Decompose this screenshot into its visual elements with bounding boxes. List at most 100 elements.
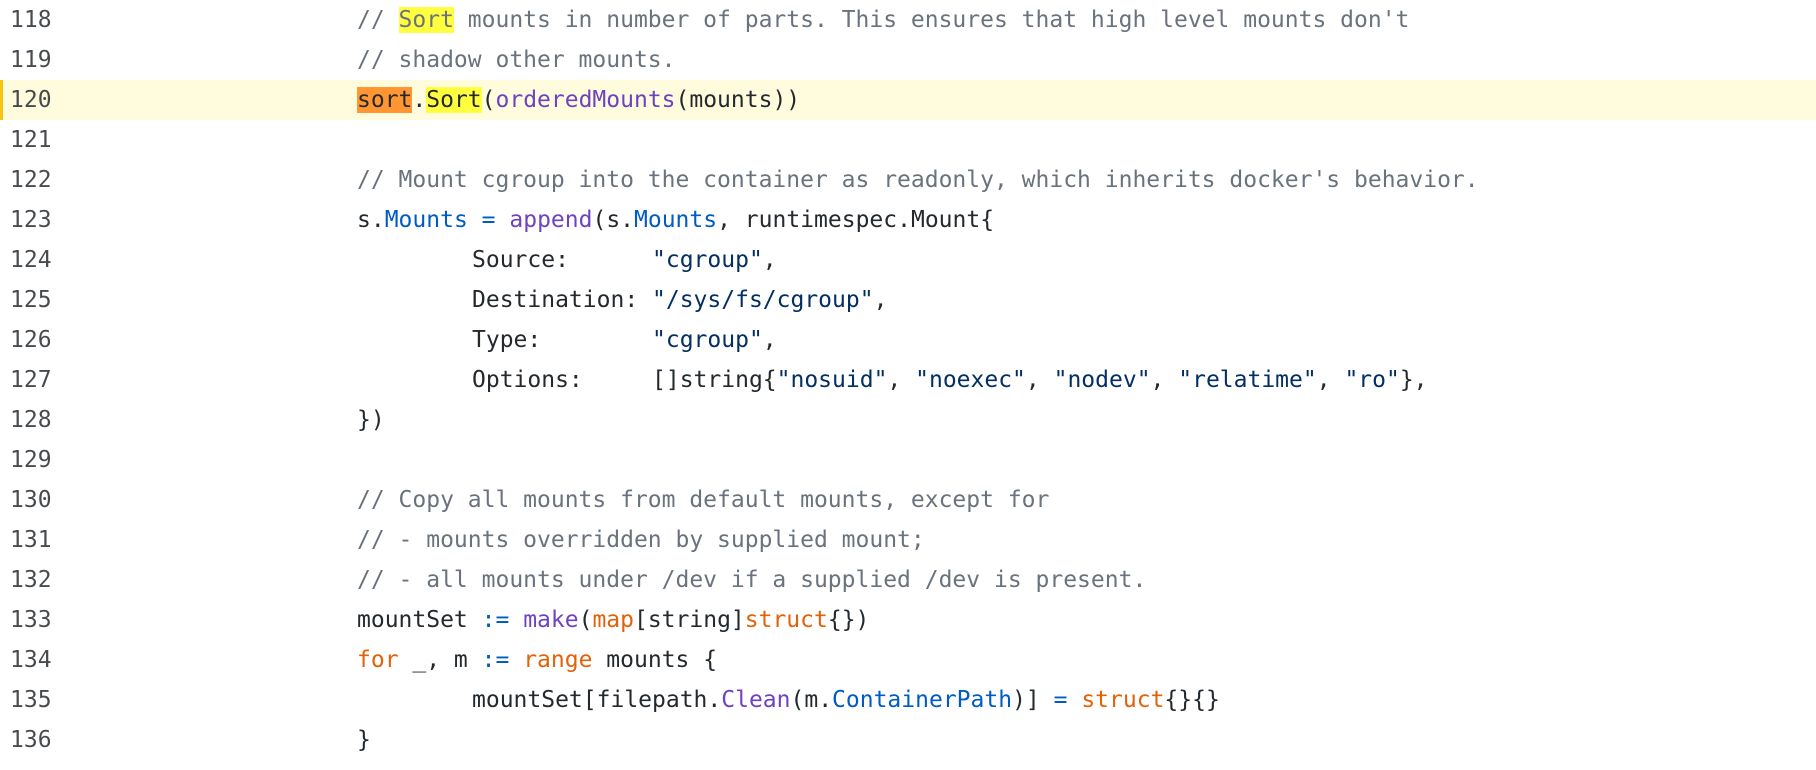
line-number[interactable]: 125 [10,287,52,313]
code-token: )] [1012,687,1054,713]
line-number[interactable]: 128 [10,407,52,433]
code-token: . [412,87,427,113]
line-number[interactable]: 123 [10,207,52,233]
code-token: // - mounts overridden by supplied mount… [357,527,925,553]
code-token: range [523,647,593,673]
code-token: for [357,647,399,673]
line-code: s.Mounts = append(s.Mounts, runtimespec.… [357,200,994,240]
code-token: append [509,207,593,233]
code-token: // Copy all mounts from default mounts, … [357,487,1050,513]
line-number[interactable]: 124 [10,247,52,273]
code-token: "cgroup" [652,247,763,273]
code-line[interactable]: 123 s.Mounts = append(s.Mounts, runtimesp… [0,200,1816,240]
line-code: // - mounts overridden by supplied mount… [357,520,925,560]
code-token: , runtimespec.Mount{ [717,207,995,233]
line-number[interactable]: 118 [10,7,52,33]
line-number[interactable]: 126 [10,327,52,353]
line-number[interactable]: 119 [10,47,52,73]
code-token: ( [578,607,593,633]
line-code: // - all mounts under /dev if a supplied… [357,560,1146,600]
line-code: mountSet := make(map[string]struct{}) [357,600,869,640]
current-search-match: sort [357,87,413,113]
line-number[interactable]: 121 [10,127,52,153]
code-line[interactable]: 122 // Mount cgroup into the container as… [0,160,1816,200]
line-code: // Sort mounts in number of parts. This … [357,0,1409,40]
code-token: ContainerPath [832,687,1013,713]
code-token: }, [1399,367,1428,393]
code-token: "nosuid" [776,367,888,393]
line-code: Type: "cgroup", [472,320,777,360]
line-number[interactable]: 134 [10,647,52,673]
line-number[interactable]: 131 [10,527,52,553]
code-token: struct [744,607,828,633]
line-code: // shadow other mounts. [357,40,676,80]
line-number[interactable]: 132 [10,567,52,593]
search-match: Sort [398,7,454,33]
code-line[interactable]: 126 Type: "cgroup", [0,320,1816,360]
code-token: "nodev" [1053,367,1151,393]
code-token: "relatime" [1178,367,1317,393]
code-token: mounts in number of parts. This ensures … [453,7,1410,33]
code-token [509,647,523,673]
code-line[interactable]: 136} [0,720,1816,760]
code-token: , [762,327,777,353]
code-token: (m. [790,687,833,713]
code-line[interactable]: 124 Source: "cgroup", [0,240,1816,280]
code-token: "cgroup" [652,327,763,353]
code-token [468,207,482,233]
code-line[interactable]: 129 [0,440,1816,480]
code-line[interactable]: 133 mountSet := make(map[string]struct{}) [0,600,1816,640]
line-code: mountSet[filepath.Clean(m.ContainerPath)… [472,680,1220,720]
code-line[interactable]: 119 // shadow other mounts. [0,40,1816,80]
code-token: = [481,207,496,233]
line-number[interactable]: 135 [10,687,52,713]
code-token: // - all mounts under /dev if a supplied… [357,567,1147,593]
code-token: s. [357,207,385,233]
line-number[interactable]: 129 [10,447,52,473]
code-token: Destination: [472,287,653,313]
code-token: , [1150,367,1179,393]
code-token [1067,687,1081,713]
code-token: , [1316,367,1345,393]
code-token: Source: [472,247,653,273]
code-token: mounts { [592,647,718,673]
code-token: (mounts)) [675,87,801,113]
search-match: Sort [426,87,482,113]
code-line[interactable]: 130 // Copy all mounts from default mount… [0,480,1816,520]
line-number[interactable]: 130 [10,487,52,513]
code-line[interactable]: 132 // - all mounts under /dev if a suppl… [0,560,1816,600]
line-code: } [357,720,371,760]
line-number[interactable]: 122 [10,167,52,193]
code-token [496,207,510,233]
code-token: , [873,287,888,313]
code-token: // [357,7,399,33]
code-token: , [887,367,916,393]
code-line[interactable]: 127 Options: []string{"nosuid", "noexec",… [0,360,1816,400]
line-code: // Mount cgroup into the container as re… [357,160,1479,200]
code-token: orderedMounts [495,87,676,113]
code-token: := [481,647,510,673]
code-token: struct [1081,687,1165,713]
code-line[interactable]: 134 for _, m := range mounts { [0,640,1816,680]
code-line[interactable]: 121 [0,120,1816,160]
code-token: }) [357,407,385,433]
code-token: Type: [472,327,653,353]
code-line[interactable]: 135 mountSet[filepath.Clean(m.ContainerPa… [0,680,1816,720]
code-token: = [1053,687,1068,713]
code-line[interactable]: 128}) [0,400,1816,440]
code-line[interactable]: 131 // - mounts overridden by supplied mo… [0,520,1816,560]
code-token: [string] [633,607,745,633]
line-number[interactable]: 136 [10,727,52,753]
line-number[interactable]: 127 [10,367,52,393]
line-code: for _, m := range mounts { [357,640,717,680]
code-token: // Mount cgroup into the container as re… [357,167,1479,193]
code-token: , [762,247,777,273]
code-token: Mounts [384,207,468,233]
line-number[interactable]: 133 [10,607,52,633]
line-code: Options: []string{"nosuid", "noexec", "n… [472,360,1428,400]
code-line[interactable]: 118 // Sort mounts in number of parts. Th… [0,0,1816,40]
line-number[interactable]: 120 [10,87,52,113]
